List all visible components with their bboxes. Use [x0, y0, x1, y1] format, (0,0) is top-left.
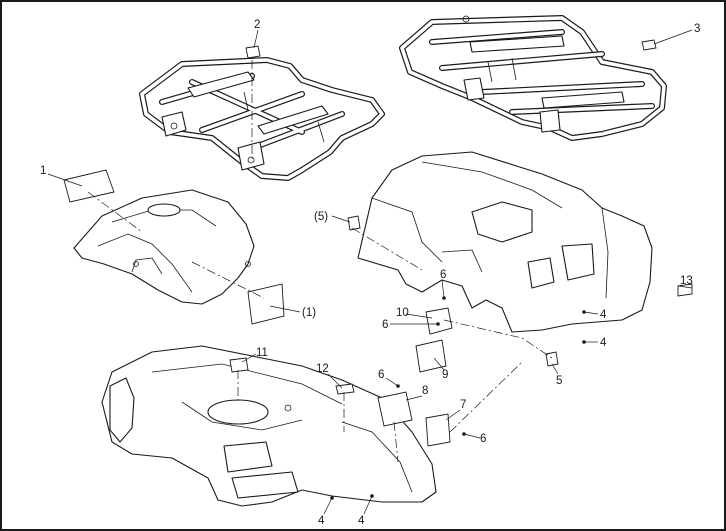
- decal-5: [545, 351, 559, 367]
- callout-6-c: 6: [378, 369, 384, 381]
- assembly-lines: [87, 60, 553, 463]
- callout-11: 11: [256, 347, 268, 359]
- callout-10: 10: [396, 307, 409, 319]
- callout-4-b: 4: [600, 337, 607, 349]
- decal-13: [677, 283, 693, 297]
- callout-2: 2: [254, 19, 260, 31]
- plate-8: [377, 391, 413, 427]
- callout-4-d: 4: [358, 515, 365, 527]
- rear-fender: [357, 151, 653, 333]
- decal-5-paren: [347, 215, 361, 231]
- callout-9: 9: [442, 369, 448, 381]
- callout-1: 1: [40, 165, 46, 177]
- callout-5-paren: (5): [314, 211, 328, 223]
- callout-6-b: 6: [382, 319, 388, 331]
- plate-9: [415, 339, 447, 373]
- callout-3: 3: [694, 23, 700, 35]
- rear-rack: [399, 15, 667, 141]
- plate-7: [425, 413, 451, 447]
- decal-12: [335, 383, 355, 395]
- decal-2: [245, 45, 261, 59]
- callout-13: 13: [680, 275, 693, 287]
- decals: [63, 39, 693, 447]
- callout-7: 7: [460, 399, 466, 411]
- callout-1-paren: (1): [302, 307, 316, 319]
- callout-4-c: 4: [318, 515, 325, 527]
- front-rack: [139, 57, 385, 181]
- front-fender: [73, 189, 255, 305]
- leader-lines: [47, 29, 693, 515]
- decal-3: [641, 39, 657, 51]
- decal-1-paren: [247, 283, 285, 325]
- callout-6-a: 6: [440, 269, 446, 281]
- plate-10: [425, 307, 453, 335]
- callout-4-a: 4: [600, 309, 607, 321]
- callout-12: 12: [316, 363, 329, 375]
- callout-6-d: 6: [480, 433, 486, 445]
- callout-labels: 1 2 3 (5) (1) 6 6 10 9 5 4 4 13 11 12 6 …: [40, 19, 700, 527]
- callout-5: 5: [556, 375, 562, 387]
- decal-1: [63, 169, 115, 203]
- callout-8: 8: [422, 385, 428, 397]
